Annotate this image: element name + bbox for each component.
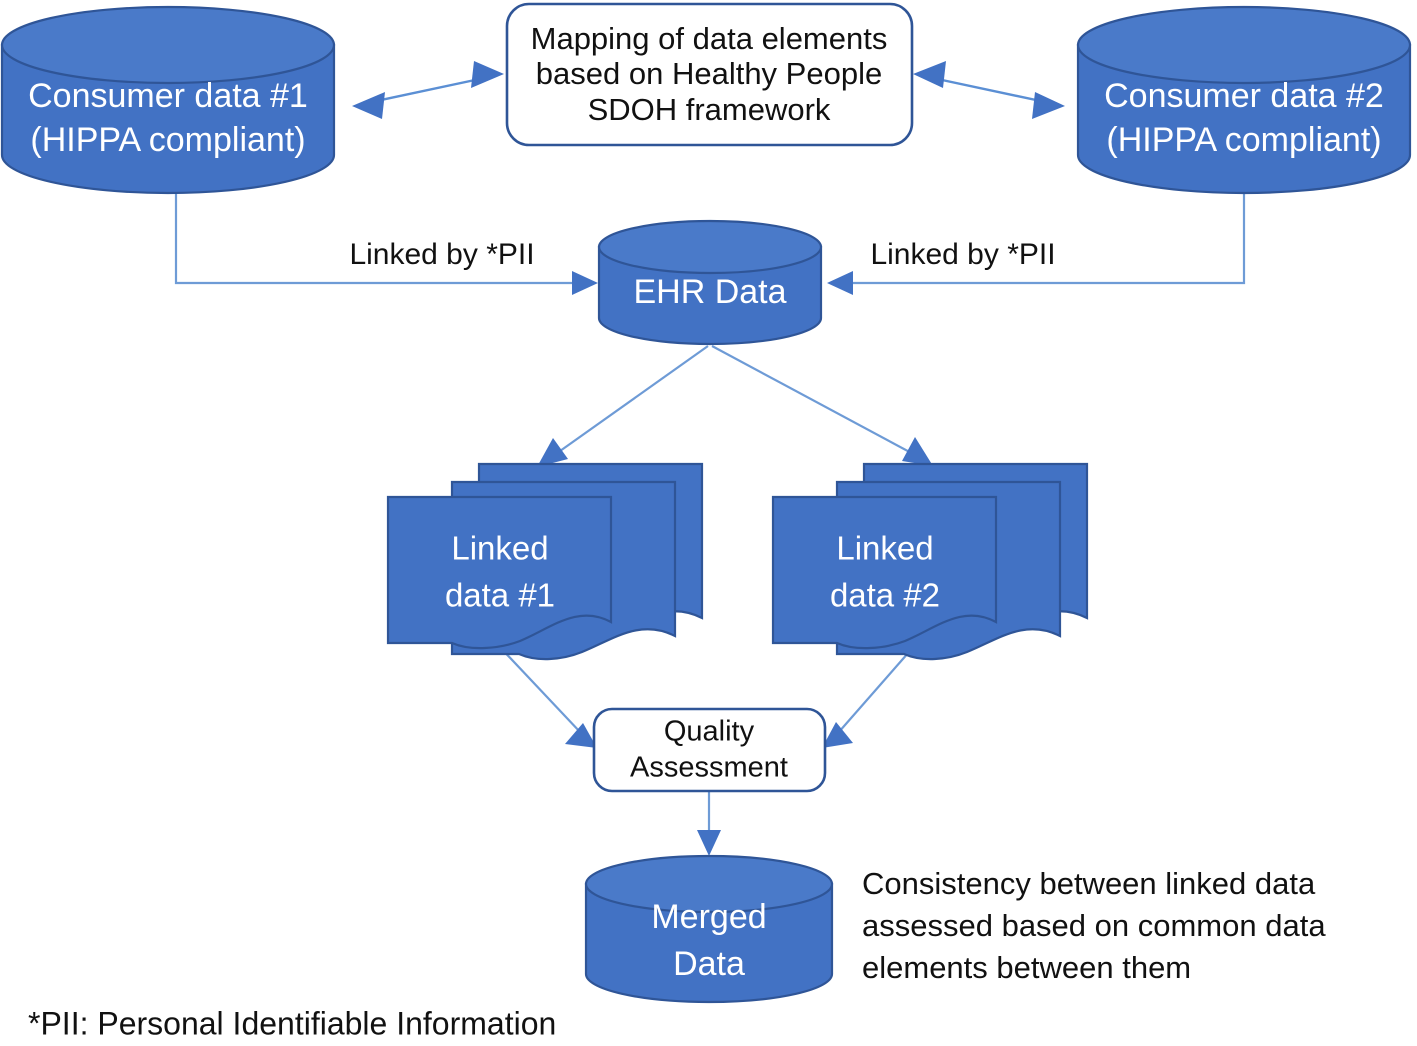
ehr-data-label: EHR Data: [633, 273, 786, 311]
consumer-data-2-line1: Consumer data #2: [1104, 77, 1384, 115]
edge-consumer2-mapping: [913, 61, 1065, 119]
edge-linkeddata1-quality: [496, 643, 597, 748]
annotation-consistency-note: Consistency between linked data assessed…: [862, 866, 1326, 985]
node-linked-data-1[interactable]: Linked data #1: [386, 462, 704, 661]
footnote-pii-definition: *PII: Personal Identifiable Information: [28, 1005, 556, 1041]
consistency-note-line3: elements between them: [862, 950, 1191, 985]
consumer-data-1-line1: Consumer data #1: [28, 77, 308, 115]
quality-assessment-line2: Assessment: [630, 752, 788, 784]
linked-data-2-line1: Linked: [836, 530, 933, 567]
node-linked-data-2[interactable]: Linked data #2: [771, 462, 1089, 661]
edge-ehr-linkeddata2: [711, 345, 933, 466]
quality-assessment-line1: Quality: [664, 716, 755, 748]
consumer-data-1-line2: (HIPPA compliant): [30, 121, 305, 159]
mapping-box-line1: Mapping of data elements: [531, 21, 888, 56]
edge-linkeddata2-quality: [822, 643, 917, 748]
consistency-note-line2: assessed based on common data: [862, 908, 1326, 943]
edge-ehr-linkeddata1: [537, 345, 709, 467]
mapping-box-line3: SDOH framework: [588, 92, 831, 127]
edge-label-linked-by-pii-right: Linked by *PII: [870, 238, 1055, 271]
edge-consumer1-ehr: [174, 190, 598, 295]
merged-data-line2: Data: [673, 945, 745, 983]
node-quality-assessment[interactable]: Quality Assessment: [592, 707, 827, 793]
node-merged-data[interactable]: Merged Data: [584, 854, 834, 1004]
edge-consumer1-mapping: [352, 61, 504, 119]
edge-quality-merged: [697, 790, 721, 856]
node-ehr-data[interactable]: EHR Data: [597, 219, 823, 346]
node-consumer-data-1[interactable]: Consumer data #1 (HIPPA compliant): [0, 5, 336, 195]
merged-data-line1: Merged: [651, 898, 766, 936]
node-consumer-data-2[interactable]: Consumer data #2 (HIPPA compliant): [1076, 5, 1412, 195]
consistency-note-line1: Consistency between linked data: [862, 866, 1316, 901]
linked-data-2-line2: data #2: [830, 577, 940, 614]
node-mapping-box[interactable]: Mapping of data elements based on Health…: [505, 2, 914, 147]
linked-data-1-line1: Linked: [451, 530, 548, 567]
consumer-data-2-line2: (HIPPA compliant): [1106, 121, 1381, 159]
edge-consumer2-ehr: [827, 190, 1246, 295]
mapping-box-line2: based on Healthy People: [536, 56, 882, 91]
edge-label-linked-by-pii-left: Linked by *PII: [349, 238, 534, 271]
linked-data-1-line2: data #1: [445, 577, 555, 614]
